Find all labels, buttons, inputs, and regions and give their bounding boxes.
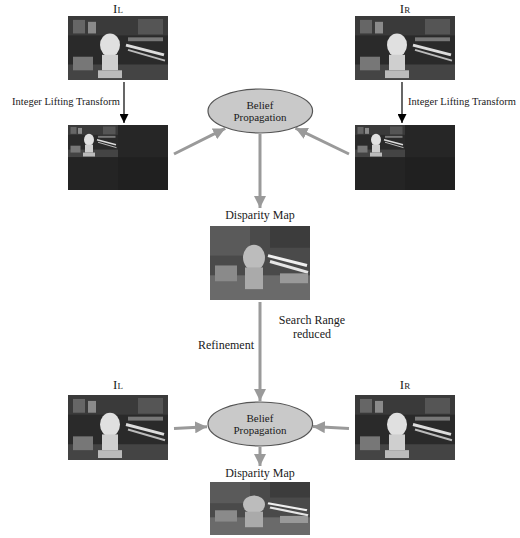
transform-arrow [123, 82, 124, 123]
transform-arrow [401, 82, 402, 123]
disparity-image [210, 226, 310, 300]
step-note: Integer Lifting Transform [408, 95, 516, 109]
transformed-image [68, 125, 168, 190]
right-image [355, 395, 455, 460]
flow-arrow [174, 427, 207, 429]
step-note: Refinement [178, 338, 254, 352]
flow-arrow [258, 302, 261, 401]
panel-heading: Disparity Map [205, 208, 315, 222]
left-image [68, 395, 168, 460]
ellipse-shape [208, 402, 313, 446]
flow-arrow [258, 447, 261, 466]
process-ellipse: Belief Propagation [207, 401, 314, 447]
ellipse-shape [208, 89, 313, 133]
process-label: Belief Propagation [226, 412, 294, 436]
left-image [68, 16, 168, 80]
image-name: IR [349, 2, 461, 17]
right-image [355, 16, 455, 80]
flow-arrow [174, 128, 225, 154]
process-ellipse: Belief Propagation [207, 88, 314, 134]
flow-arrow [258, 134, 261, 208]
disparity-image [210, 482, 310, 535]
image-name: IL [62, 2, 174, 17]
image-panel: IL [62, 378, 174, 462]
image-panel: Disparity Map [205, 466, 315, 536]
flow-arrow [313, 427, 349, 429]
image-panel: Disparity Map [205, 208, 315, 302]
transformed-image [355, 125, 455, 190]
image-name: IL [62, 378, 174, 393]
panel-heading: Disparity Map [205, 466, 315, 480]
image-panel: IR [349, 378, 461, 462]
image-name: IR [349, 378, 461, 393]
process-label: Belief Propagation [226, 99, 294, 123]
step-note: Integer Lifting Transform [0, 95, 120, 109]
step-note: Search Range reduced [266, 313, 358, 341]
flow-arrow [295, 128, 349, 154]
